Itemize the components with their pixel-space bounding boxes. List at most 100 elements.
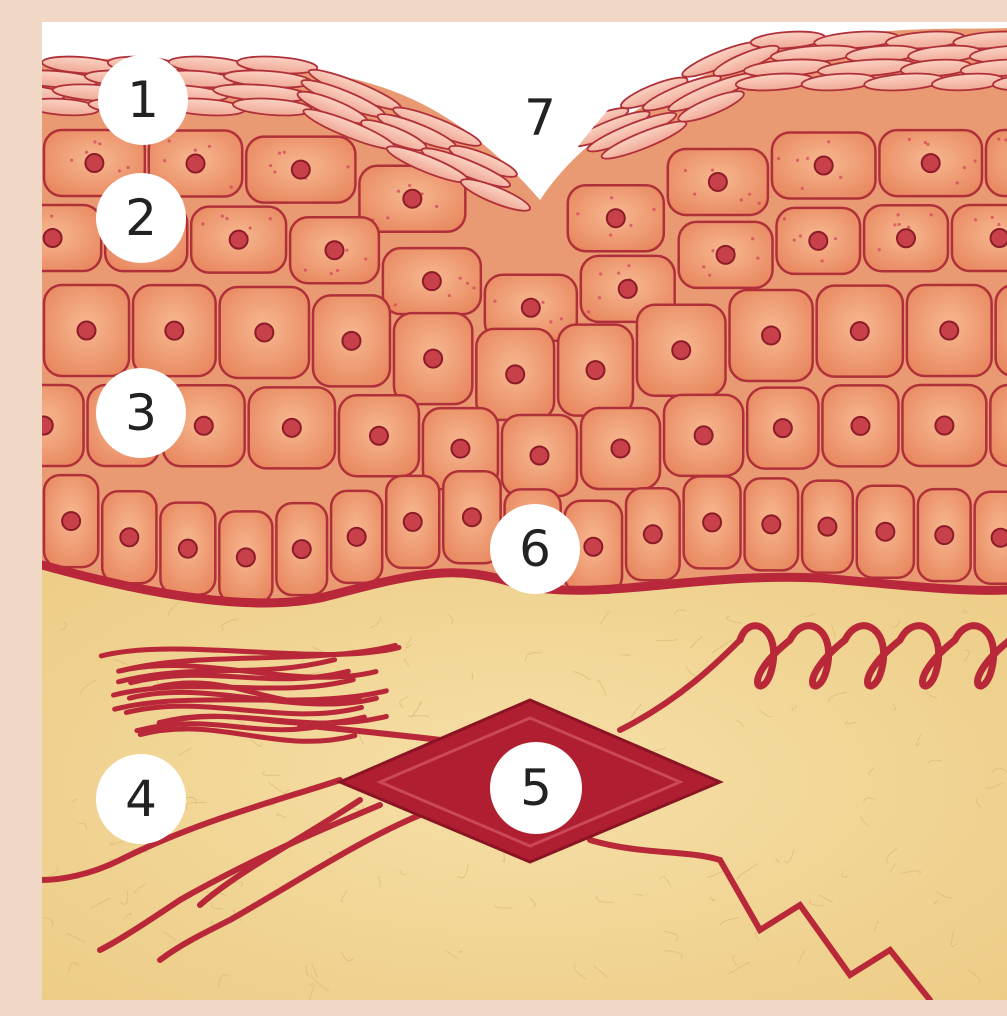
cell-nucleus [717,246,735,264]
granule [708,274,711,277]
granule [168,139,171,142]
granule [777,157,780,160]
label-2-text: 2 [125,189,157,247]
granule [249,226,252,229]
cell-nucleus [237,548,255,566]
cell-nucleus [695,426,713,444]
granule [345,249,348,252]
granule [98,142,101,145]
cell-nucleus [78,322,96,340]
cell-nucleus [179,540,197,558]
granule [560,317,563,320]
granule [610,196,613,199]
label-4: 4 [96,754,186,844]
cell-nucleus [587,361,605,379]
granule [711,249,714,252]
cell-nucleus [370,427,388,445]
granule [956,181,959,184]
granule [346,165,349,168]
cell-nucleus [991,229,1007,247]
granule [587,310,590,313]
granule [269,164,272,167]
label-2: 2 [96,173,186,263]
granule [898,223,901,226]
label-7: 7 [524,89,556,147]
granule [907,226,910,229]
granule [896,213,899,216]
cell-nucleus [506,365,524,383]
granule [408,184,411,187]
epithelial-cell [986,130,1007,196]
granule [609,234,612,237]
granule [930,213,933,216]
label-4-text: 4 [125,770,157,828]
granule [472,286,475,289]
cell-nucleus [818,518,836,536]
cell-nucleus [851,322,869,340]
cell-nucleus [815,157,833,175]
granule [801,187,804,190]
granule [278,152,281,155]
granule [304,269,307,272]
granule [627,264,630,267]
granule [991,216,994,219]
cell-nucleus [424,350,442,368]
cell-nucleus [463,508,481,526]
granule [629,224,632,227]
granule [435,205,438,208]
granule [336,269,339,272]
granule [827,140,830,143]
cell-nucleus [935,526,953,544]
granule [364,258,367,261]
granule [269,217,272,220]
granule [230,185,233,188]
label-6-text: 6 [519,520,551,578]
cell-nucleus [522,299,540,317]
granule [386,216,389,219]
granule [598,296,601,299]
cell-nucleus [283,419,301,437]
granule [273,170,276,173]
cell-nucleus [612,439,630,457]
cell-nucleus [187,155,205,173]
cell-nucleus [762,515,780,533]
granule [459,277,462,280]
cell-nucleus [584,538,602,556]
cell-nucleus [876,523,894,541]
cell-nucleus [62,512,80,530]
granule [126,166,129,169]
cell-nucleus [619,280,637,298]
cell-nucleus [809,232,827,250]
granule [93,140,96,143]
granule [997,223,1000,226]
cell-nucleus [762,326,780,344]
cell-nucleus [897,229,915,247]
granule [756,257,759,260]
cell-nucleus [530,446,548,464]
granule [221,215,224,218]
cell-nucleus [644,525,662,543]
label-5-text: 5 [520,759,552,817]
granule [997,137,1000,140]
epithelial-cell [990,385,1007,466]
cell-nucleus [230,231,248,249]
label-1: 1 [98,55,188,145]
granule [208,145,211,148]
label-5: 5 [490,742,582,834]
cell-nucleus [44,229,62,247]
granule [225,217,228,220]
label-3-text: 3 [125,384,157,442]
granule [493,300,496,303]
granule [974,159,977,162]
granule [541,301,544,304]
granule [50,215,53,218]
granule [740,198,743,201]
granule [793,238,796,241]
granule [806,157,809,160]
granule [963,166,966,169]
granule [330,272,333,275]
granule [834,237,837,240]
granule [397,190,400,193]
granule [448,294,451,297]
granule [576,212,579,215]
